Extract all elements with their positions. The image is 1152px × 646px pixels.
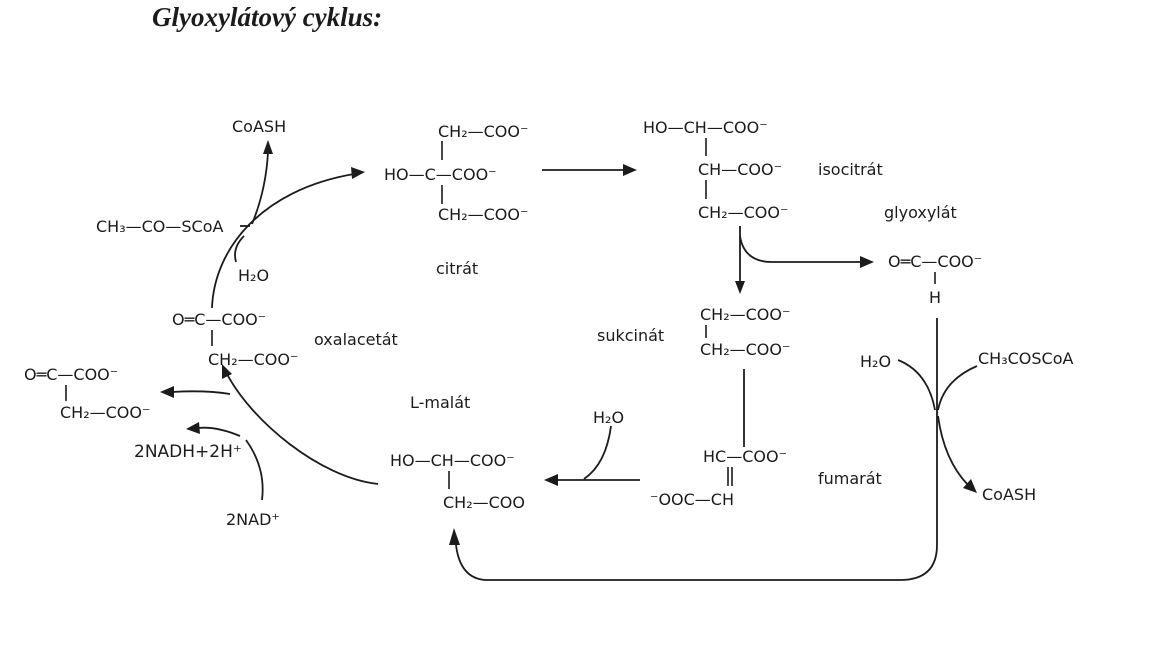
- oxaloacetate-left-row2: CH₂—COO⁻: [60, 403, 150, 422]
- succinate-row1: CH₂—COO⁻: [700, 305, 790, 324]
- malate-label: L-malát: [410, 393, 470, 412]
- line-nad: [245, 439, 264, 501]
- oxaloacetate-structure: O═C—COO⁻ CH₂—COO⁻ oxalacetát: [172, 310, 398, 369]
- arrow-coash-right: [937, 415, 977, 493]
- line-acetylcoa-right: [937, 365, 978, 411]
- line-water-left: [234, 235, 245, 263]
- glyoxylate-structure: glyoxylát O═C—COO⁻ H: [884, 203, 982, 307]
- acetyl-coa-right: CH₃COSCoA: [978, 349, 1074, 368]
- succinate-structure: sukcinát CH₂—COO⁻ CH₂—COO⁻: [597, 305, 790, 359]
- arrow-nadh: [186, 422, 241, 437]
- malate-row2: CH₂—COO: [443, 493, 525, 512]
- coash-right: CoASH: [982, 485, 1036, 504]
- coash-top: CoASH: [232, 117, 286, 136]
- isocitrate-row2: CH—COO⁻: [698, 160, 782, 179]
- arrow-oxaloacetate-to-citrate: [211, 167, 365, 309]
- diagram-title: Glyoxylátový cyklus:: [152, 2, 383, 32]
- citrate-row3: CH₂—COO⁻: [438, 205, 528, 224]
- citrate-row1: CH₂—COO⁻: [438, 122, 528, 141]
- isocitrate-structure: HO—CH—COO⁻ CH—COO⁻ CH₂—COO⁻ isocitrát: [643, 118, 883, 222]
- arrow-isocitrate-to-succinate: [735, 226, 745, 294]
- nad-reactant: 2NAD⁺: [226, 510, 280, 529]
- arrow-glyoxylate-to-malate: [449, 318, 938, 581]
- water-left: H₂O: [238, 266, 269, 285]
- fumarate-label: fumarát: [818, 469, 882, 488]
- isocitrate-label: isocitrát: [818, 160, 883, 179]
- line-water-right: [897, 359, 936, 411]
- oxaloacetate-left-row1: O═C—COO⁻: [24, 365, 118, 384]
- isocitrate-row1: HO—CH—COO⁻: [643, 118, 768, 137]
- succinate-row2: CH₂—COO⁻: [700, 340, 790, 359]
- fumarate-row1: HC—COO⁻: [703, 447, 787, 466]
- oxaloacetate-row2: CH₂—COO⁻: [208, 350, 298, 369]
- water-mid: H₂O: [593, 408, 624, 427]
- isocitrate-row3: CH₂—COO⁻: [698, 203, 788, 222]
- glyoxylate-label: glyoxylát: [884, 203, 957, 222]
- arrow-citrate-to-isocitrate: [542, 164, 637, 176]
- citrate-structure: CH₂—COO⁻ HO—C—COO⁻ CH₂—COO⁻ citrát: [384, 122, 528, 278]
- citrate-row2: HO—C—COO⁻: [384, 165, 497, 184]
- fumarate-row2: ⁻OOC—CH: [650, 490, 734, 509]
- succinate-label: sukcinát: [597, 326, 664, 345]
- glyoxylate-row2: H: [929, 288, 941, 307]
- arrow-water-mid: [583, 425, 612, 480]
- arrow-to-oxaloacetate-left: [160, 386, 231, 398]
- water-right: H₂O: [860, 352, 891, 371]
- malate-row1: HO—CH—COO⁻: [390, 451, 515, 470]
- arrow-malate-to-oxaloacetate: [222, 364, 379, 485]
- oxaloacetate-label: oxalacetát: [314, 330, 398, 349]
- glyoxylate-row1: O═C—COO⁻: [888, 252, 982, 271]
- nadh-product: 2NADH+2H⁺: [134, 442, 242, 462]
- malate-structure: L-malát HO—CH—COO⁻ CH₂—COO: [390, 393, 525, 512]
- acetyl-coa-left: CH₃—CO—SCoA: [96, 217, 224, 236]
- fumarate-structure: HC—COO⁻ ⁻OOC—CH fumarát: [650, 447, 882, 509]
- oxaloacetate-left-structure: O═C—COO⁻ CH₂—COO⁻: [24, 365, 150, 422]
- oxaloacetate-row1: O═C—COO⁻: [172, 310, 266, 329]
- arrow-fumarate-to-malate: [544, 474, 640, 486]
- arrow-isocitrate-to-glyoxylate: [739, 235, 874, 268]
- arrow-coash-top: [251, 140, 273, 225]
- citrate-label: citrát: [436, 259, 478, 278]
